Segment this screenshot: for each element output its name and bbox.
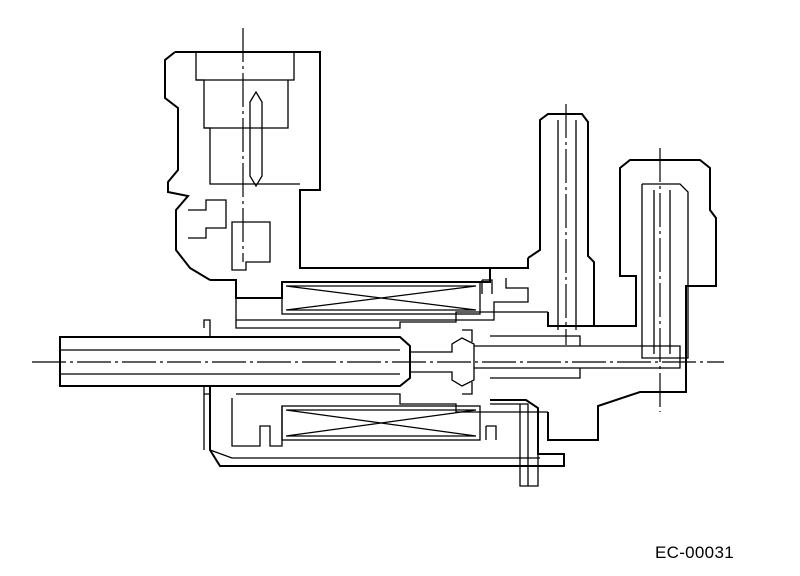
plunger-assembly <box>59 329 681 395</box>
upper-inner-shell <box>235 311 548 329</box>
figure-code: EC-00031 <box>655 543 734 562</box>
upper-coil <box>281 281 481 315</box>
lower-bracket <box>490 403 539 487</box>
lower-coil-bobbin <box>281 405 481 441</box>
valve-body-lower <box>203 386 565 487</box>
upper-coil-bobbin <box>281 281 481 315</box>
upper-coil-winding <box>285 285 477 311</box>
lower-coil <box>281 279 497 441</box>
port-b-pipe <box>547 159 717 441</box>
port-b-bore <box>653 190 671 354</box>
connector-outer-shell <box>175 51 529 269</box>
port-b-outer <box>547 159 717 441</box>
plunger-shaft <box>59 336 411 387</box>
lower-flange <box>203 394 540 459</box>
terminal-bracket <box>231 221 271 271</box>
lower-coil-clip <box>485 425 497 440</box>
port-a-outline <box>527 113 595 327</box>
port-b-nozzle <box>641 183 689 359</box>
port-a-bore <box>557 120 577 330</box>
connector-housing <box>164 51 529 281</box>
flange-lower-step <box>203 386 210 395</box>
connector-terminal-pin <box>249 90 263 188</box>
port-a-pipe <box>527 113 595 330</box>
valve-disc <box>462 329 473 395</box>
lower-body-outline <box>209 386 565 467</box>
lower-inner-shell <box>236 393 548 413</box>
plunger-groove <box>60 349 400 375</box>
connector-left-wall <box>164 51 211 281</box>
lower-coil-frame <box>231 398 283 447</box>
upper-coil-clip <box>481 279 493 294</box>
left-flange <box>203 319 211 395</box>
lower-coil-winding <box>285 409 477 437</box>
valve-seat <box>474 335 681 379</box>
connector-socket-inner <box>196 52 295 129</box>
upper-coil-frame <box>235 278 529 321</box>
armature-core <box>410 337 475 387</box>
flange-upper-step <box>203 319 211 337</box>
connector-inner-step <box>195 52 300 185</box>
connector-lock-tab <box>188 199 227 239</box>
